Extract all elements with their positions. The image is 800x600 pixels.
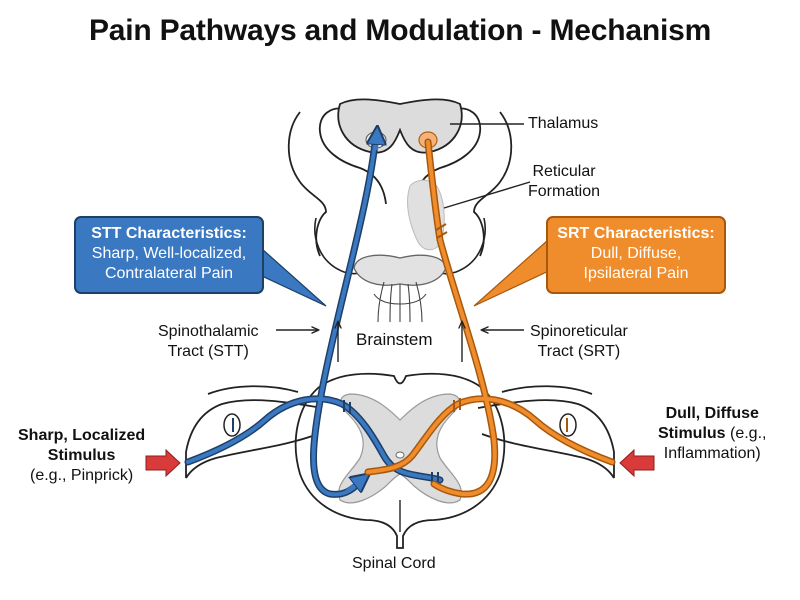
reticular-formation-line-2: Formation [528, 183, 601, 200]
label-pointer-lines [443, 123, 531, 209]
spinal-cord-label: Spinal Cord [352, 555, 436, 572]
stt-entry-arrow [344, 478, 364, 494]
thalamus-label: Thalamus [528, 115, 599, 132]
reticular-formation-label: Reticular Formation [528, 162, 600, 202]
srt-pathway-inner [366, 140, 614, 497]
stt-callout-heading: STT Characteristics: [91, 225, 247, 242]
stimulus-arrow-right [619, 448, 655, 478]
srt-callout-line-2: Ipsilateral Pain [583, 265, 689, 282]
srt-callout-line-1: Dull, Diffuse, [590, 245, 682, 262]
srt-synapses [435, 223, 568, 432]
stt-characteristics-callout: STT Characteristics: Sharp, Well-localiz… [74, 216, 264, 294]
right-stimulus-word: Stimulus [658, 425, 726, 442]
right-stimulus-label: Dull, Diffuse Stimulus (e.g., Inflammati… [658, 404, 766, 464]
stt-callout-line-1: Sharp, Well-localized, [91, 245, 247, 262]
srt-tract-line-1: Spinoreticular [530, 323, 628, 340]
srt-characteristics-callout: SRT Characteristics: Dull, Diffuse, Ipsi… [546, 216, 726, 294]
right-stimulus-example: Inflammation) [663, 445, 761, 462]
srt-callout-heading: SRT Characteristics: [557, 225, 715, 242]
stt-ascending-arrow [376, 133, 377, 151]
srt-tract-label: Spinoreticular Tract (SRT) [530, 322, 628, 362]
right-stimulus-line-2: Stimulus (e.g., [658, 424, 766, 444]
left-stimulus-label: Sharp, Localized Stimulus (e.g., Pinpric… [18, 426, 145, 486]
left-stimulus-example: (e.g., Pinprick) [30, 467, 134, 484]
left-stimulus-line-1: Sharp, Localized [18, 427, 146, 444]
srt-tract-line-2: Tract (SRT) [537, 343, 621, 360]
brainstem-fibers [373, 281, 427, 323]
diagram-title: Pain Pathways and Modulation - Mechanism [88, 14, 712, 47]
right-stimulus-line-1: Dull, Diffuse [665, 405, 759, 422]
pons-shape [353, 254, 447, 286]
thalamus-shape [337, 98, 463, 154]
stt-tract-line-1: Spinothalamic [158, 323, 259, 340]
stt-tract-line-2: Tract (STT) [167, 343, 249, 360]
reticular-formation-line-1: Reticular [532, 163, 596, 180]
brainstem-label: Brainstem [356, 330, 433, 349]
stt-tract-label: Spinothalamic Tract (STT) [158, 322, 259, 362]
left-stimulus-line-2: Stimulus [47, 447, 116, 464]
stimulus-arrow-left [145, 448, 181, 478]
stt-callout-line-2: Contralateral Pain [104, 265, 234, 282]
central-canal [395, 451, 405, 459]
right-stimulus-eg: (e.g., [725, 425, 767, 442]
